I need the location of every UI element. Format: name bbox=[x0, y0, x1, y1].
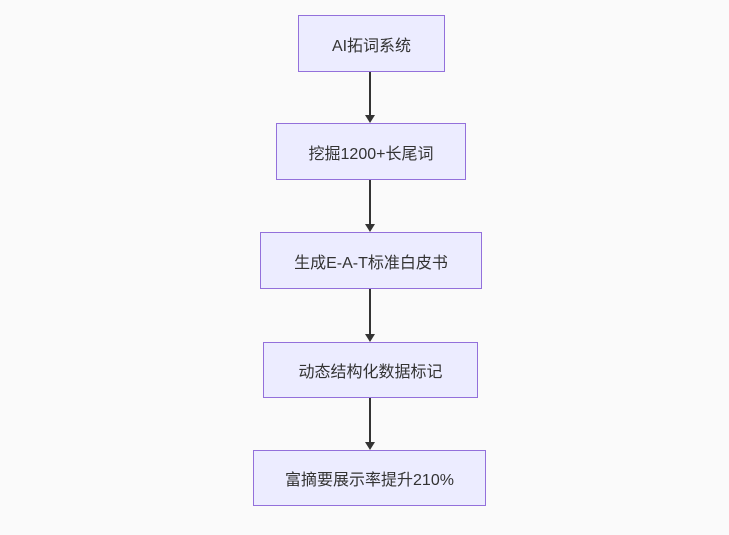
flow-edge-1 bbox=[364, 72, 376, 123]
arrow-down-icon bbox=[365, 115, 375, 123]
flow-edge-4 bbox=[364, 398, 376, 450]
edge-line bbox=[369, 289, 371, 335]
flow-node-label: AI拓词系统 bbox=[331, 37, 412, 55]
arrow-down-icon bbox=[365, 442, 375, 450]
edge-line bbox=[369, 72, 371, 116]
edge-line bbox=[369, 398, 371, 443]
flow-node-eat-whitepaper-generation: 生成E-A-T标准白皮书 bbox=[260, 232, 482, 289]
edge-line bbox=[369, 180, 371, 225]
flow-node-ai-word-expansion-system: AI拓词系统 bbox=[298, 15, 445, 72]
flow-edge-3 bbox=[364, 289, 376, 342]
flow-node-dynamic-structured-data-markup: 动态结构化数据标记 bbox=[263, 342, 478, 398]
flow-node-longtail-keyword-mining: 挖掘1200+长尾词 bbox=[276, 123, 466, 180]
flow-node-label: 生成E-A-T标准白皮书 bbox=[294, 254, 448, 272]
flow-node-label: 挖掘1200+长尾词 bbox=[308, 145, 434, 163]
flow-node-label: 动态结构化数据标记 bbox=[298, 364, 443, 381]
flow-node-rich-snippet-rate-increase: 富摘要展示率提升210% bbox=[253, 450, 486, 506]
flow-node-label: 富摘要展示率提升210% bbox=[285, 472, 454, 489]
arrow-down-icon bbox=[365, 334, 375, 342]
flow-edge-2 bbox=[364, 180, 376, 232]
arrow-down-icon bbox=[365, 224, 375, 232]
